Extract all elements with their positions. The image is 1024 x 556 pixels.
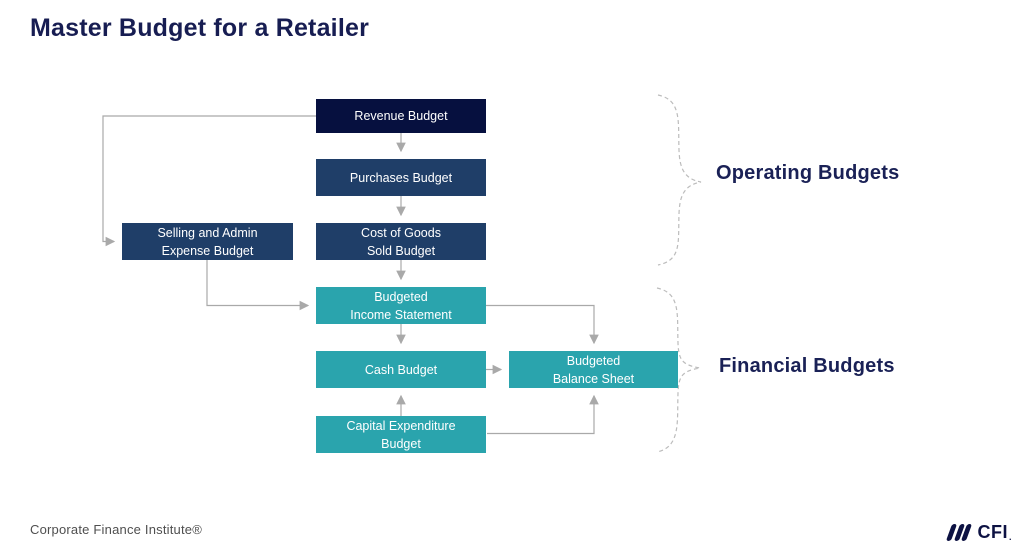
connector-selling-admin-to-income-statement [206,260,310,311]
cfi-logo: CFI . [945,521,1012,543]
cfi-logo-text: CFI [977,521,1008,542]
cost-of-goods-sold-budget-box: Cost of Goods Sold Budget [316,223,486,260]
cfi-bars-icon [945,523,973,541]
cost-of-goods-sold-budget-label: Cost of Goods Sold Budget [361,225,441,258]
selling-admin-expense-budget-box: Selling and Admin Expense Budget [122,223,293,260]
selling-admin-expense-budget-label: Selling and Admin Expense Budget [157,225,258,258]
capital-expenditure-budget-box: Capital Expenditure Budget [316,416,486,453]
operating-budgets-brace [657,94,702,266]
cash-budget-box: Cash Budget [316,351,486,388]
financial-budgets-label: Financial Budgets [719,355,895,377]
purchases-budget-box: Purchases Budget [316,159,486,196]
budgeted-balance-sheet-box: Budgeted Balance Sheet [509,351,678,388]
cash-budget-label: Cash Budget [364,362,438,377]
budgeted-income-statement-box: Budgeted Income Statement [316,287,486,324]
cfi-logo-mark: . [1009,532,1012,542]
revenue-budget-label: Revenue Budget [354,109,448,123]
connector-capex-to-balance-sheet [487,394,599,435]
footer-company-name: Corporate Finance Institute® [30,522,202,537]
connector-income-statement-to-balance-sheet [486,304,599,345]
page-title: Master Budget for a Retailer [30,14,370,42]
purchases-budget-label: Purchases Budget [349,170,453,185]
revenue-budget-box: Revenue Budget [316,99,486,133]
capital-expenditure-budget-label: Capital Expenditure Budget [346,418,456,451]
budgeted-balance-sheet-label: Budgeted Balance Sheet [552,353,635,386]
operating-budgets-label: Operating Budgets [716,162,900,184]
budgeted-income-statement-label: Budgeted Income Statement [350,289,452,322]
